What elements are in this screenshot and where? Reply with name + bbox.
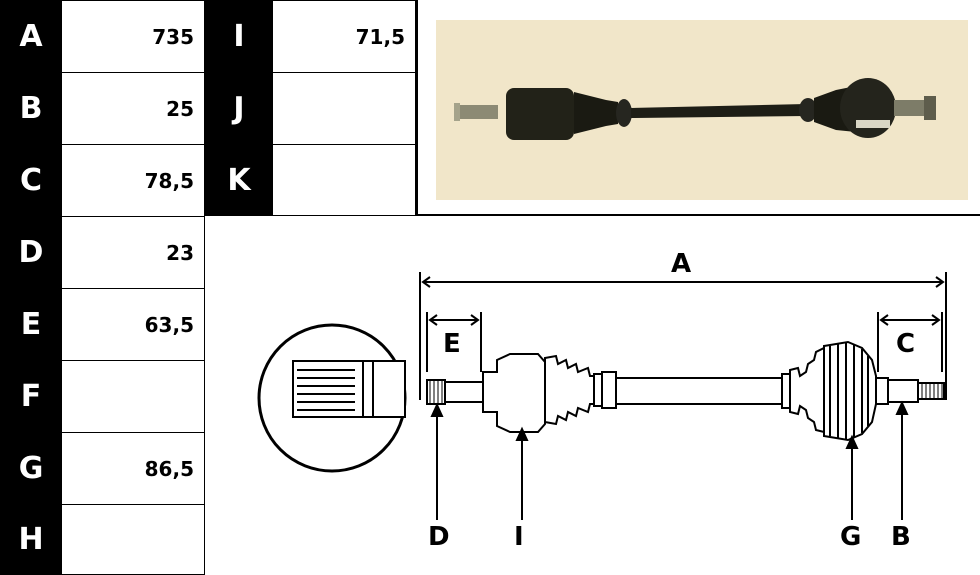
spec-label-k: K [205,144,273,216]
spec-value-e: 63,5 [62,288,205,360]
diagram-label-e: E [443,329,461,359]
diagram-label-a: A [671,249,691,279]
spec-label-d: D [0,216,62,288]
spec-value-c: 78,5 [62,144,205,216]
diagram-label-d: D [428,522,450,552]
diagram-label-b: B [891,522,911,552]
spec-value-k [273,144,416,216]
spec-label-a: A [0,0,62,72]
shaft-dimension-diagram: A E C [257,249,947,552]
spec-value-a: 735 [62,0,205,72]
spec-label-i: I [205,0,273,72]
drive-shaft-photo [436,20,968,200]
photo-right-stub [894,100,928,116]
spec-label-g: G [0,432,62,504]
dimension-c [877,312,943,372]
spline-detail-circle [257,323,407,473]
spec-value-d: 23 [62,216,205,288]
spec-value-f [62,360,205,432]
spec-label-j: J [205,72,273,144]
spec-label-f: F [0,360,62,432]
photo-right-joint [840,78,896,138]
spec-label-b: B [0,72,62,144]
spec-value-h [62,504,205,575]
dimension-a [419,272,947,400]
spec-value-i: 71,5 [273,0,416,72]
photo-shaft [631,104,806,118]
spec-value-b: 25 [62,72,205,144]
spec-label-c: C [0,144,62,216]
spec-value-j [273,72,416,144]
spec-label-h: H [0,504,62,575]
diagram-label-c: C [896,329,915,359]
spec-label-e: E [0,288,62,360]
spec-value-g: 86,5 [62,432,205,504]
diagram-label-g: G [840,522,861,552]
diagram-label-i: I [514,522,524,552]
dimension-e [426,312,482,372]
shaft-outline [426,340,945,442]
callout-lines [430,400,909,520]
photo-left-stub [456,105,498,119]
photo-left-joint [506,88,574,140]
